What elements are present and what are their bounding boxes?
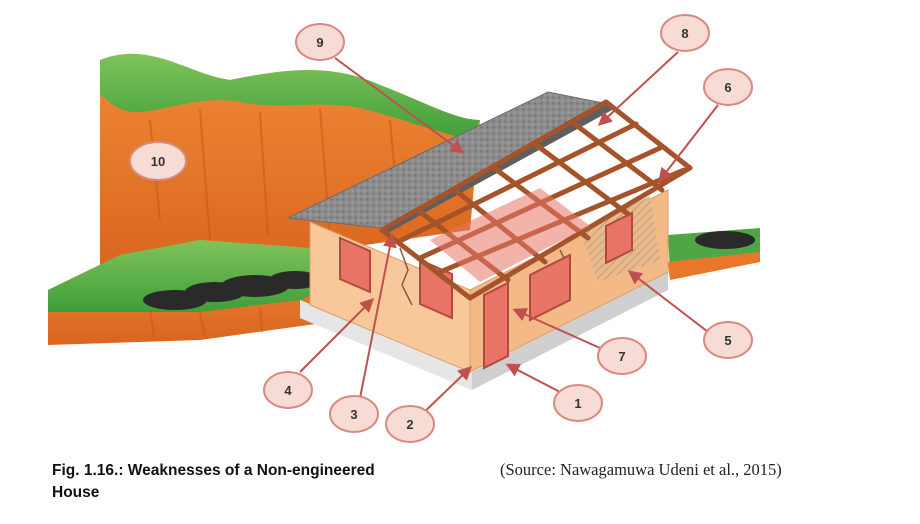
caption-line-1: Fig. 1.16.: Weaknesses of a Non-engineer…: [52, 462, 375, 479]
callout-9-label: 9: [316, 35, 323, 50]
callout-2-label: 2: [406, 417, 413, 432]
callout-3-label: 3: [350, 407, 357, 422]
callout-3: 3: [329, 395, 379, 433]
callout-arrows: [299, 51, 719, 419]
callout-10: 10: [129, 141, 187, 181]
wall-crack: [399, 247, 413, 306]
shrubs-left: [143, 271, 321, 310]
callout-4: 4: [263, 371, 313, 409]
shrubs-right: [668, 228, 760, 280]
figure-caption: Fig. 1.16.: Weaknesses of a Non-engineer…: [52, 460, 472, 504]
callout-6-label: 6: [724, 80, 731, 95]
callout-7-label: 7: [618, 349, 625, 364]
callout-6: 6: [703, 68, 753, 106]
figure-source: (Source: Nawagamuwa Udeni et al., 2015): [500, 460, 782, 479]
callout-4-label: 4: [284, 383, 292, 398]
callout-8-label: 8: [681, 26, 688, 41]
callout-9: 9: [295, 23, 345, 61]
callout-2: 2: [385, 405, 435, 443]
callout-10-label: 10: [151, 154, 165, 169]
callout-5: 5: [703, 321, 753, 359]
exposed-panel: [430, 188, 590, 282]
openings: [339, 211, 633, 370]
callout-8: 8: [660, 14, 710, 52]
house-weakness-diagram: 1 2 3 4 5 6 7 8 9 10: [48, 14, 760, 443]
callout-5-label: 5: [724, 333, 731, 348]
caption-line-2: House: [52, 484, 100, 501]
callout-7: 7: [597, 337, 647, 375]
callout-1-label: 1: [574, 396, 581, 411]
callout-1: 1: [553, 384, 603, 422]
